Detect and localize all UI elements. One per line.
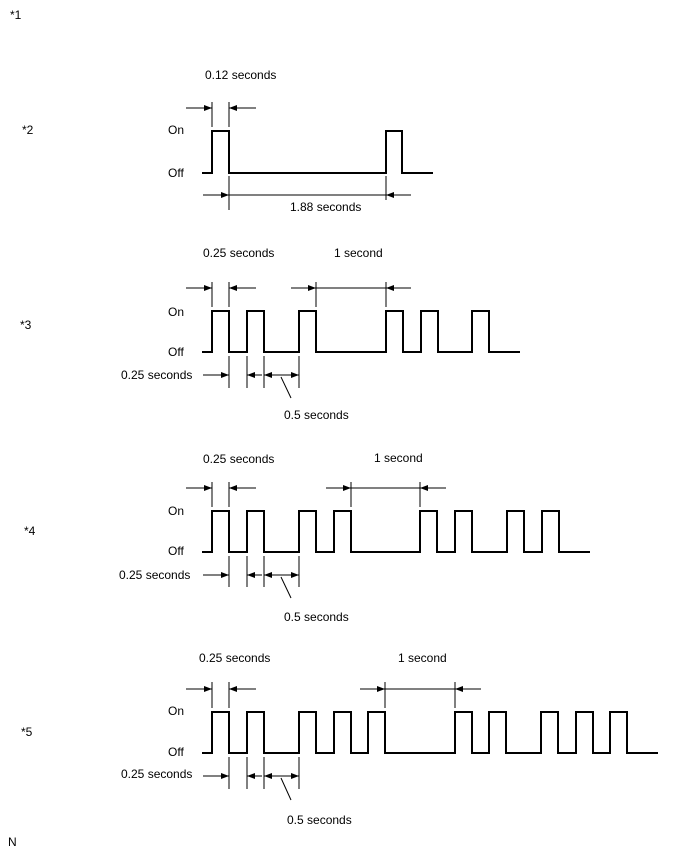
pulse-waveform-5 [202, 711, 658, 754]
pause-label-3: 1 second [334, 246, 383, 260]
off-width-dimension-3: 0.25 seconds [121, 356, 262, 388]
on-label-4: On [168, 504, 184, 518]
off-width-label-4: 0.25 seconds [119, 568, 190, 582]
off-label-5: Off [168, 745, 184, 759]
gap-label-5: 0.5 seconds [287, 813, 352, 827]
off-width-label-5: 0.25 seconds [121, 767, 192, 781]
timing-diagram-3: *3 On Off 0.25 seconds 1 second [20, 246, 520, 422]
on-label-3: On [168, 305, 184, 319]
on-width-label-4: 0.25 seconds [203, 452, 274, 466]
off-label-3: Off [168, 345, 184, 359]
gap-dimension-5: 0.5 seconds [263, 757, 352, 827]
on-width-label-2: 0.12 seconds [205, 68, 276, 82]
gap-label-4: 0.5 seconds [284, 610, 349, 624]
diagram-marker-4: *4 [24, 524, 36, 538]
timing-diagram-4: *4 On Off 0.25 seconds 1 second [24, 451, 590, 624]
corner-marker: *1 [10, 8, 22, 22]
gap-dimension-3: 0.5 seconds [263, 356, 349, 422]
off-width-dimension-2: 1.88 seconds [203, 176, 411, 214]
timing-diagram-2: *2 On Off 0.12 seconds 1.88 seconds [22, 68, 433, 214]
pause-dimension-3: 1 second [291, 246, 411, 307]
diagram-marker-5: *5 [21, 725, 33, 739]
off-width-label-2: 1.88 seconds [290, 200, 361, 214]
pulse-waveform-3 [202, 310, 520, 353]
timing-diagram-5: *5 On Off 0.25 seconds 1 second [21, 651, 658, 827]
pulse-waveform-2 [202, 130, 433, 174]
on-width-dimension-2: 0.12 seconds [186, 68, 276, 127]
gap-label-3: 0.5 seconds [284, 408, 349, 422]
on-width-dimension-4: 0.25 seconds [186, 452, 274, 507]
on-width-label-5: 0.25 seconds [199, 651, 270, 665]
on-width-label-3: 0.25 seconds [203, 246, 274, 260]
pause-dimension-5: 1 second [360, 651, 481, 708]
off-width-label-3: 0.25 seconds [121, 368, 192, 382]
off-label-2: Off [168, 166, 184, 180]
pause-label-4: 1 second [374, 451, 423, 465]
pause-label-5: 1 second [398, 651, 447, 665]
diagram-marker-3: *3 [20, 318, 32, 332]
on-label-2: On [168, 123, 184, 137]
gap-dimension-4: 0.5 seconds [263, 556, 349, 624]
pulse-waveform-4 [202, 510, 590, 553]
footer-marker: N [8, 835, 17, 849]
on-label-5: On [168, 704, 184, 718]
on-width-dimension-5: 0.25 seconds [186, 651, 270, 708]
pause-dimension-4: 1 second [326, 451, 446, 507]
diagram-marker-2: *2 [22, 123, 34, 137]
on-width-dimension-3: 0.25 seconds [186, 246, 274, 307]
off-label-4: Off [168, 544, 184, 558]
off-width-dimension-4: 0.25 seconds [119, 556, 262, 587]
off-width-dimension-5: 0.25 seconds [121, 757, 262, 789]
